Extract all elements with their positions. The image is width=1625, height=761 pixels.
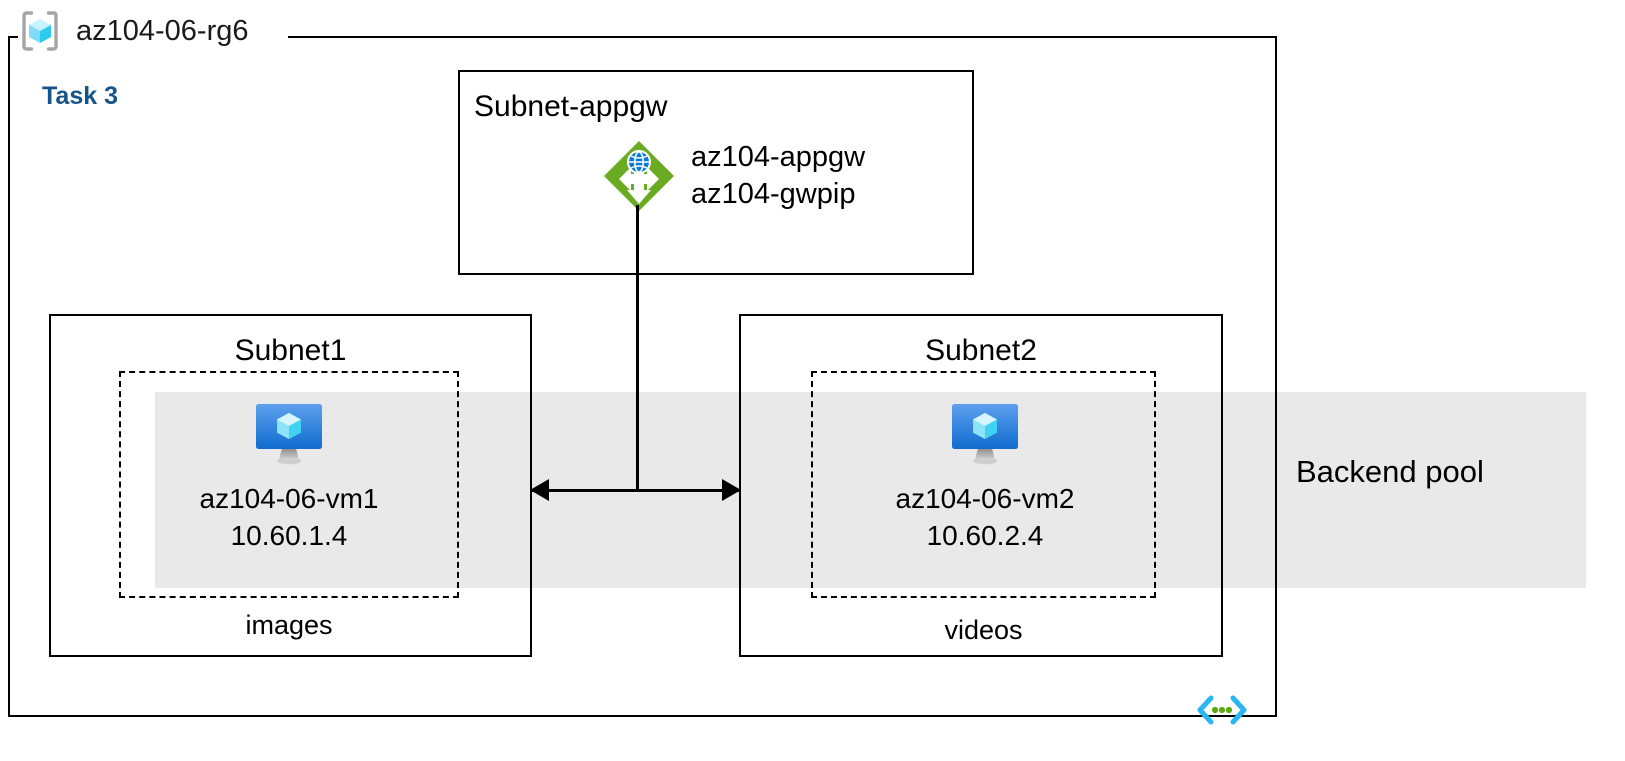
subnet1-box: Subnet1 bbox=[49, 314, 532, 657]
virtual-machine-icon bbox=[252, 400, 326, 468]
subnet2-box: Subnet2 bbox=[739, 314, 1223, 657]
resource-group-title-gap bbox=[18, 28, 288, 46]
backend-pool-label: Backend pool bbox=[1296, 454, 1484, 489]
virtual-machine-icon bbox=[948, 400, 1022, 468]
subnet-appgw-title: Subnet-appgw bbox=[474, 90, 668, 123]
application-gateway-public-ip: az104-gwpip bbox=[691, 178, 856, 210]
vm2-name: az104-06-vm2 bbox=[895, 483, 1075, 514]
backend-pool-band bbox=[155, 392, 1586, 588]
subnet2-title: Subnet2 bbox=[925, 334, 1037, 367]
arm-template-icon bbox=[1196, 692, 1248, 728]
arrow-head-right-icon bbox=[722, 479, 741, 501]
appgw-vertical-connector bbox=[636, 205, 639, 491]
vm1-node: az104-06-vm1 10.60.1.4 bbox=[139, 400, 439, 554]
subnet-appgw-box: Subnet-appgw bbox=[458, 70, 974, 275]
application-gateway-name: az104-appgw bbox=[691, 141, 866, 173]
application-gateway-node: az104-appgw az104-gwpip bbox=[601, 138, 865, 214]
subnet1-title: Subnet1 bbox=[234, 334, 347, 367]
application-gateway-labels: az104-appgw az104-gwpip bbox=[691, 139, 865, 213]
subnet1-vm-group bbox=[119, 371, 459, 598]
vm2-node: az104-06-vm2 10.60.2.4 bbox=[835, 400, 1135, 554]
arrow-head-left-icon bbox=[530, 479, 549, 501]
subnet2-storage-caption: videos bbox=[944, 615, 1023, 645]
resource-group-container bbox=[8, 36, 1277, 717]
vm2-ip: 10.60.2.4 bbox=[926, 520, 1044, 551]
subnet1-storage-caption: images bbox=[245, 610, 333, 640]
subnet-horizontal-connector bbox=[532, 489, 741, 492]
resource-group-icon bbox=[18, 10, 62, 52]
application-gateway-icon bbox=[601, 138, 677, 214]
task-label: Task 3 bbox=[42, 82, 118, 110]
subnet2-vm-group bbox=[811, 371, 1156, 598]
vm1-name: az104-06-vm1 bbox=[199, 483, 379, 514]
resource-group-header: az104-06-rg6 bbox=[18, 7, 249, 55]
resource-group-name: az104-06-rg6 bbox=[76, 15, 249, 47]
vm1-ip: 10.60.1.4 bbox=[230, 520, 348, 551]
